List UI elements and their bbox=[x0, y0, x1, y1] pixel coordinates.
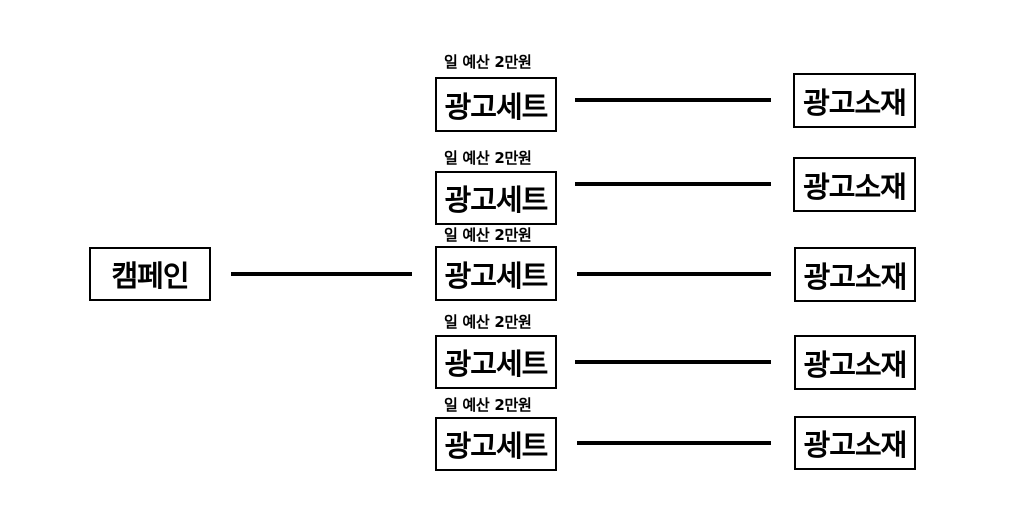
creative-label-2: 광고소재 bbox=[803, 169, 907, 204]
adset-box-3: 광고세트 bbox=[435, 246, 557, 301]
budget-label-4: 일 예산 2만원 bbox=[444, 313, 532, 331]
campaign-connector bbox=[231, 272, 412, 276]
creative-label-3: 광고소재 bbox=[803, 259, 908, 294]
creative-label-4: 광고소재 bbox=[803, 347, 908, 382]
adset-creative-connector-2 bbox=[575, 182, 771, 186]
adset-box-1: 광고세트 bbox=[435, 77, 557, 132]
creative-label-1: 광고소재 bbox=[803, 85, 907, 120]
adset-label-3: 광고세트 bbox=[444, 258, 549, 293]
adset-creative-connector-1 bbox=[575, 98, 771, 102]
adset-label-2: 광고세트 bbox=[444, 183, 549, 217]
creative-box-5: 광고소재 bbox=[794, 416, 916, 470]
creative-box-3: 광고소재 bbox=[794, 247, 916, 302]
creative-box-2: 광고소재 bbox=[793, 157, 916, 212]
creative-box-1: 광고소재 bbox=[793, 73, 916, 128]
budget-label-1: 일 예산 2만원 bbox=[444, 53, 532, 71]
adset-box-4: 광고세트 bbox=[435, 335, 557, 389]
budget-label-3: 일 예산 2만원 bbox=[444, 226, 532, 244]
adset-label-1: 광고세트 bbox=[444, 89, 549, 124]
creative-box-4: 광고소재 bbox=[794, 335, 916, 390]
adset-box-2: 광고세트 bbox=[435, 171, 557, 225]
adset-label-5: 광고세트 bbox=[444, 429, 549, 463]
budget-label-5: 일 예산 2만원 bbox=[444, 396, 532, 414]
budget-label-2: 일 예산 2만원 bbox=[444, 149, 532, 167]
creative-label-5: 광고소재 bbox=[803, 428, 908, 462]
adset-creative-connector-4 bbox=[575, 360, 771, 364]
campaign-box: 캠페인 bbox=[89, 247, 211, 301]
adset-box-5: 광고세트 bbox=[435, 417, 557, 471]
adset-creative-connector-5 bbox=[577, 441, 771, 445]
adset-creative-connector-3 bbox=[577, 272, 771, 276]
adset-label-4: 광고세트 bbox=[444, 347, 549, 381]
campaign-label: 캠페인 bbox=[111, 259, 189, 293]
